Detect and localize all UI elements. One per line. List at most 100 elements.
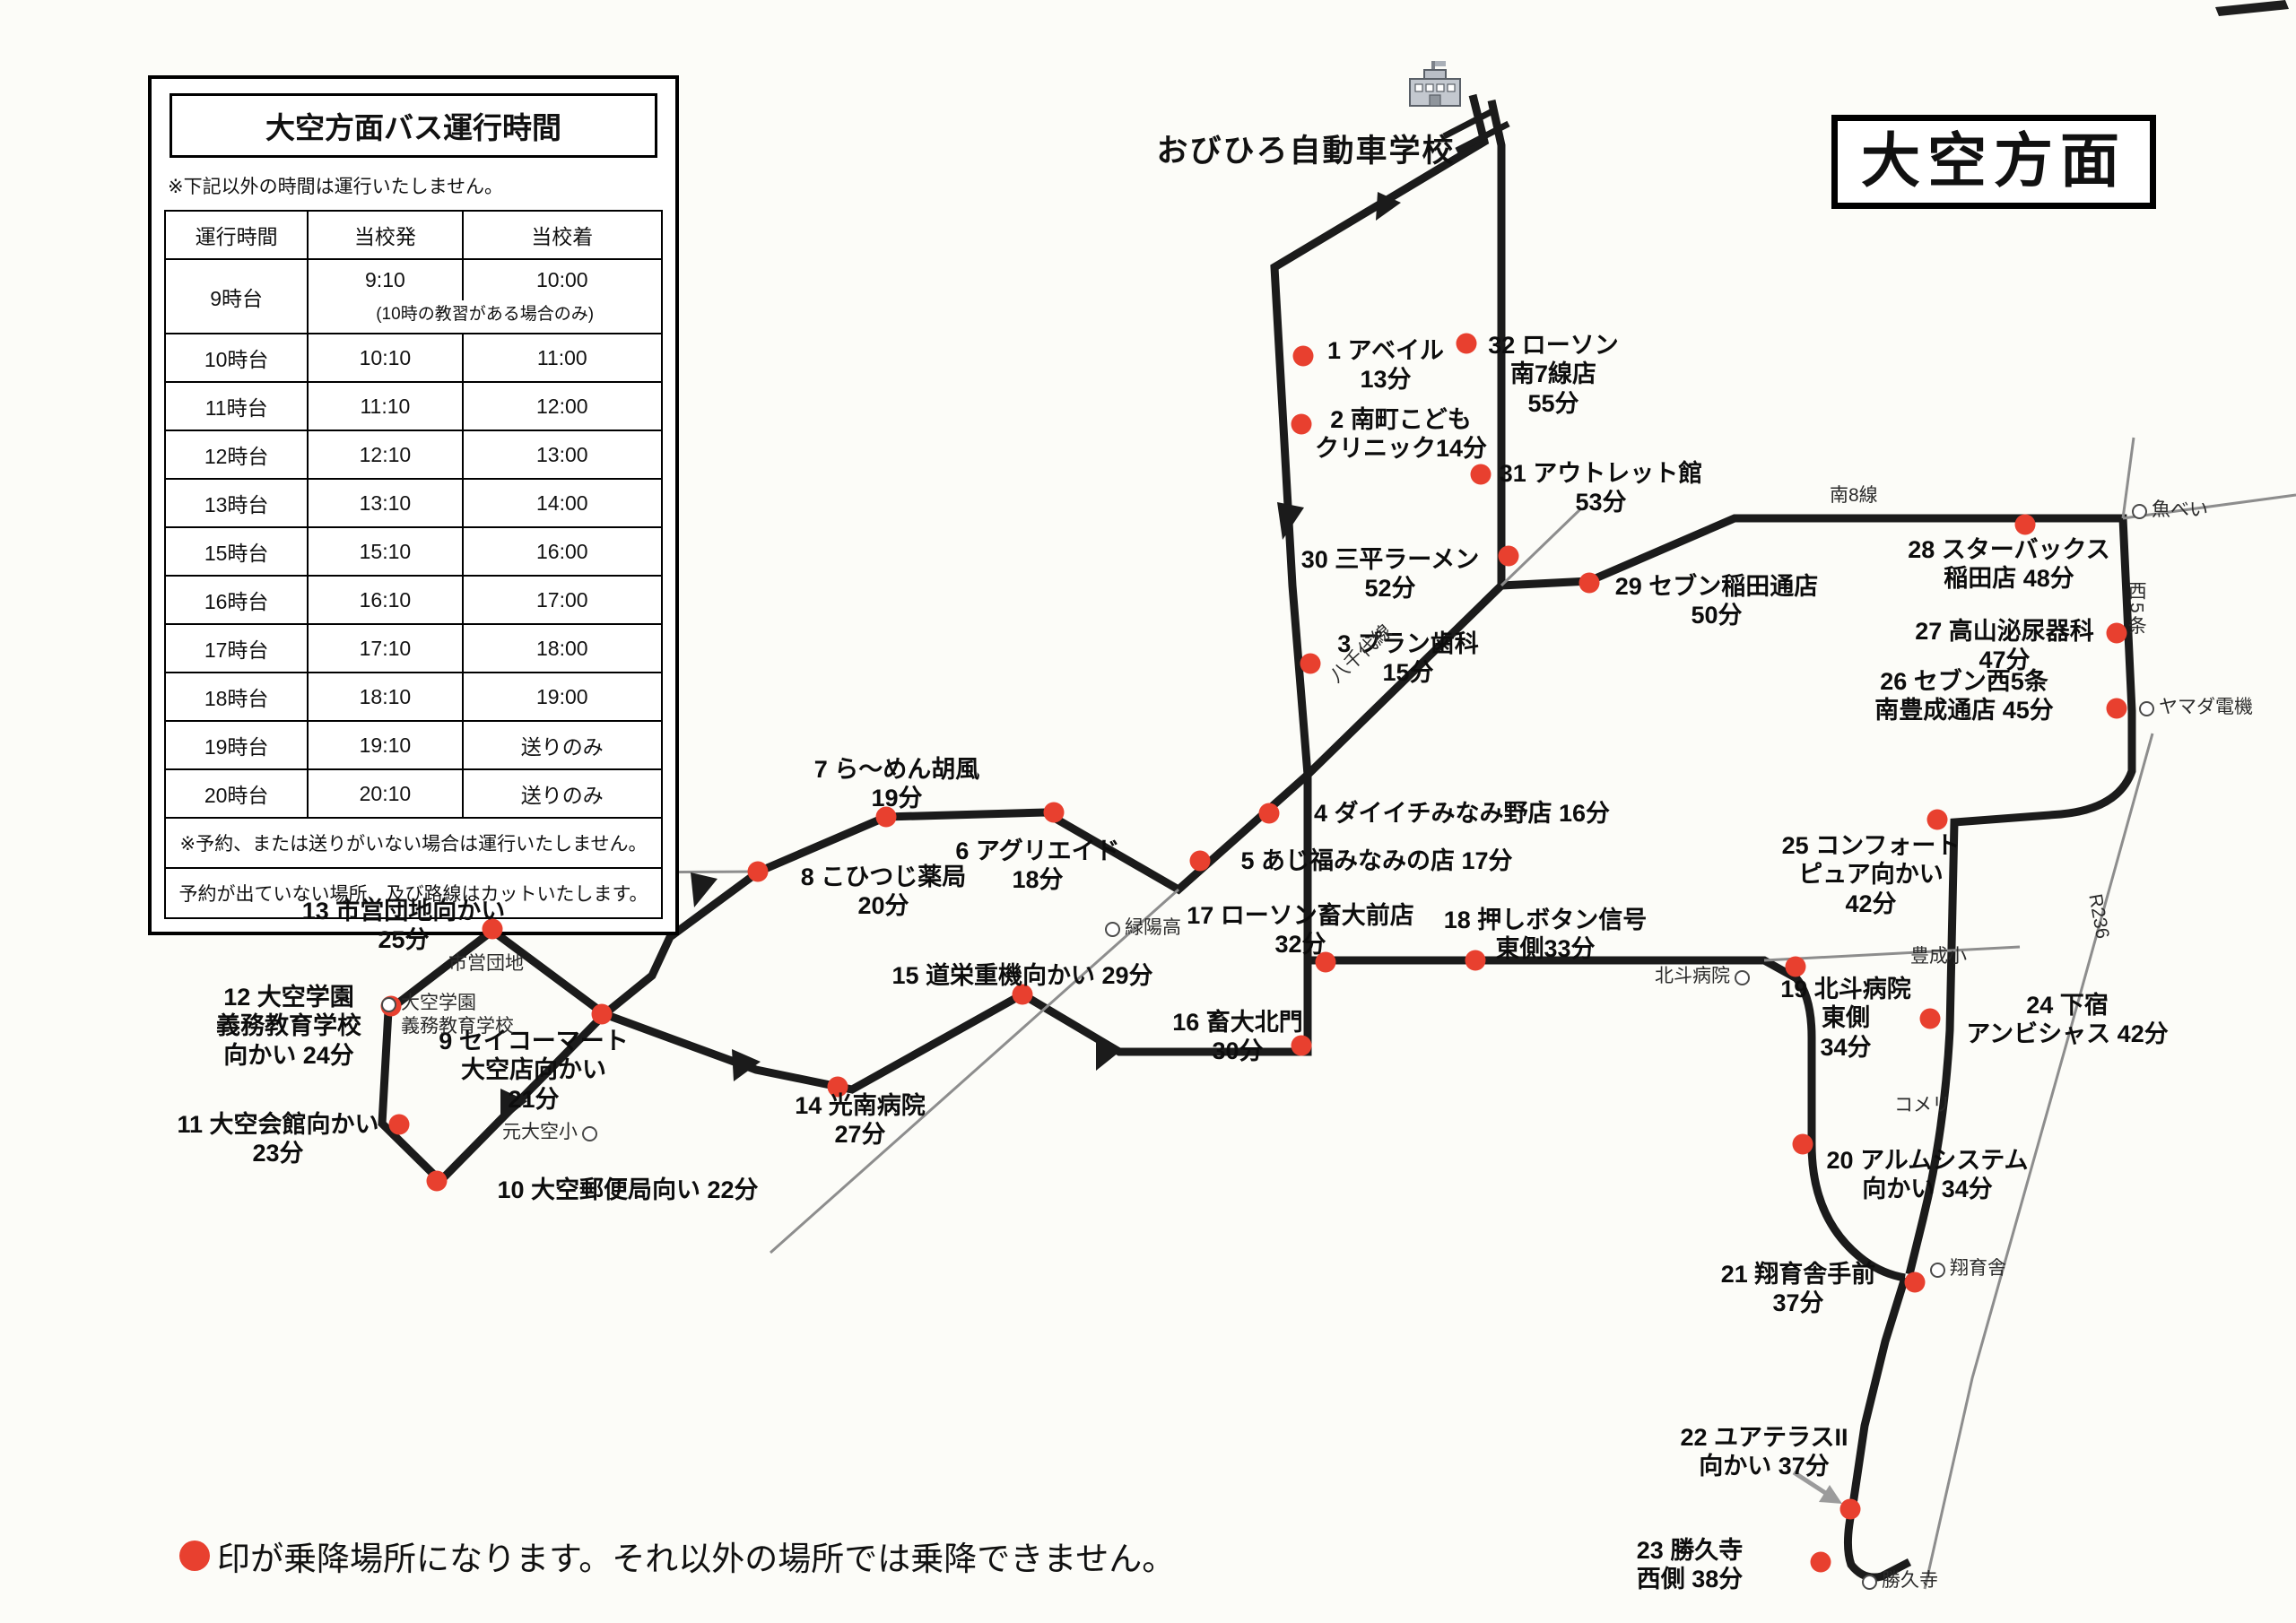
stop-label-6: 6 アグリエイド 18分 bbox=[955, 838, 1120, 894]
stop-dot-6 bbox=[1043, 802, 1065, 823]
stop-dot-24 bbox=[1919, 1008, 1941, 1029]
landmark-shiei-danchi: 市営団地 bbox=[448, 952, 524, 976]
stop-label-23: 23 勝久寺 西側 38分 bbox=[1636, 1537, 1744, 1593]
stop-dot-32 bbox=[1456, 333, 1477, 354]
stop-dot-17 bbox=[1315, 951, 1336, 973]
stop-dot-5 bbox=[1189, 850, 1211, 872]
stop-label-7: 7 ら〜めん胡風 19分 bbox=[813, 756, 980, 812]
landmark-circle-icon bbox=[381, 997, 396, 1012]
timetable-cell-arr: 送りのみ bbox=[461, 768, 664, 819]
timetable-cell-slot: 15時台 bbox=[163, 526, 309, 577]
timetable-cell-arr: 13:00 bbox=[461, 430, 664, 480]
stop-dot-20 bbox=[1792, 1133, 1813, 1155]
landmark-moto-ozora-sho: 元大空小 bbox=[502, 1121, 597, 1144]
landmark-katsukyuji: 勝久寺 bbox=[1862, 1569, 1938, 1593]
timetable-header-cell: 当校発 bbox=[307, 210, 464, 260]
timetable-cell-slot: 11時台 bbox=[163, 381, 309, 431]
landmark-label: 魚べい bbox=[2152, 499, 2208, 520]
route-outbound-north bbox=[1270, 93, 1490, 776]
timetable-cell-dep: 18:10 bbox=[307, 672, 464, 722]
stop-dot-19 bbox=[1785, 956, 1806, 977]
timetable-cell-arr: 送りのみ bbox=[461, 720, 664, 770]
timetable-cell-dep: 20:10 bbox=[307, 768, 464, 819]
route-south-leg bbox=[1843, 1276, 1912, 1582]
landmark-minami8sen: 南8線 bbox=[1830, 484, 1878, 508]
timetable-footnotes: ※予約、または送りがいない場合は運行いたしません。 予約が出ていない場所、及び路… bbox=[164, 819, 663, 919]
landmark-circle-icon bbox=[1105, 922, 1120, 937]
landmark-circle-icon bbox=[582, 1126, 597, 1141]
stop-dot-15 bbox=[1012, 984, 1033, 1005]
timetable-cell-dep: 10:10 bbox=[307, 333, 464, 383]
timetable-cell-dep: 15:10 bbox=[307, 526, 464, 577]
timetable-cell-dep: 16:10 bbox=[307, 575, 464, 625]
landmark-label: コメリ bbox=[1894, 1095, 1951, 1115]
stop-dot-23 bbox=[1810, 1551, 1831, 1573]
stop-label-14: 14 光南病院 27分 bbox=[795, 1092, 926, 1149]
timetable-title: 大空方面バス運行時間 bbox=[170, 93, 657, 158]
route-return-north bbox=[1304, 100, 1506, 778]
landmark-circle-icon bbox=[2139, 701, 2154, 716]
landmark-circle-icon bbox=[1735, 970, 1750, 985]
stop-label-22: 22 ユアテラスII 向かい 37分 bbox=[1680, 1424, 1848, 1480]
landmark-label: 市営団地 bbox=[448, 953, 524, 974]
stop-dot-21 bbox=[1904, 1271, 1926, 1293]
stop-label-32: 32 ローソン 南7線店 55分 bbox=[1488, 332, 1619, 417]
landmark-label: 勝久寺 bbox=[1882, 1570, 1938, 1591]
landmark-label: 北斗病院 bbox=[1655, 966, 1730, 986]
timetable-cell-sub: (10時の教習がある場合のみ) bbox=[307, 300, 663, 334]
timetable-cell-arr: 19:00 bbox=[461, 672, 664, 722]
timetable-header-row: 運行時間当校発当校着 bbox=[163, 210, 664, 260]
landmark-label: ヤマダ電機 bbox=[2159, 697, 2253, 717]
stop-dot-9 bbox=[591, 1003, 613, 1025]
timetable-cell-slot: 9時台 bbox=[163, 258, 309, 334]
stop-label-19: 19 北斗病院 東側 34分 bbox=[1780, 976, 1911, 1061]
stop-dot-16 bbox=[1291, 1035, 1312, 1056]
stop-dot-25 bbox=[1926, 809, 1948, 830]
stop-label-12: 12 大空学園 義務教育学校 向かい 24分 bbox=[216, 984, 361, 1069]
landmark-hokuto-hosp: 北斗病院 bbox=[1655, 965, 1750, 988]
timetable-cell-dep: 9:10 bbox=[307, 258, 464, 300]
landmark-label: 翔育舎 bbox=[1950, 1258, 2006, 1279]
timetable-cell-dep: 17:10 bbox=[307, 623, 464, 673]
timetable-cell-arr: 14:00 bbox=[461, 478, 664, 528]
timetable-cell-slot: 10時台 bbox=[163, 333, 309, 383]
route-west-branch bbox=[602, 771, 1310, 1018]
timetable-cell-arr: 11:00 bbox=[461, 333, 664, 383]
stop-dot-30 bbox=[1498, 545, 1519, 567]
stop-dot-31 bbox=[1470, 464, 1492, 485]
timetable-cell-slot: 16時台 bbox=[163, 575, 309, 625]
timetable-header-cell: 当校着 bbox=[461, 210, 664, 260]
page-title: 大空方面 bbox=[1831, 115, 2156, 209]
landmark-ozora-gakuen: 大空学園 義務教育学校 bbox=[381, 992, 514, 1039]
landmark-ryokuyo-high: 緑陽高 bbox=[1105, 916, 1181, 940]
stop-dot-7 bbox=[875, 806, 897, 828]
stop-dot-11 bbox=[388, 1114, 410, 1135]
landmark-label: 豊成小 bbox=[1910, 946, 1967, 967]
stop-dot-13 bbox=[482, 918, 503, 940]
route-campus-east bbox=[1308, 956, 1906, 1282]
stop-label-25: 25 コンフォート ピュア向かい 42分 bbox=[1781, 832, 1961, 917]
route-break-marks bbox=[1442, 106, 1510, 154]
stop-label-10: 10 大空郵便局向い 22分 bbox=[497, 1176, 759, 1203]
stop-label-13: 13 市営団地向かい 25分 bbox=[301, 898, 506, 954]
landmark-uobei: 魚べい bbox=[2132, 499, 2208, 522]
landmark-circle-icon bbox=[1930, 1263, 1945, 1278]
stop-label-3: 3 プラン歯科 15分 bbox=[1337, 630, 1479, 687]
landmark-komeri: コメリ bbox=[1894, 1094, 1951, 1117]
timetable-cell-slot: 17時台 bbox=[163, 623, 309, 673]
stop-label-8: 8 こひつじ薬局 20分 bbox=[800, 864, 967, 920]
direction-markers bbox=[500, 192, 1401, 1123]
timetable-header-cell: 運行時間 bbox=[163, 210, 309, 260]
legend: 印が乗降場所になります。それ以外の場所では乗降できません。 bbox=[179, 1532, 1175, 1580]
timetable-cell-dep: 19:10 bbox=[307, 720, 464, 770]
stop-dot-4 bbox=[1258, 803, 1280, 824]
stop-dot-27 bbox=[2106, 622, 2127, 644]
landmark-label: 緑陽高 bbox=[1125, 917, 1181, 938]
